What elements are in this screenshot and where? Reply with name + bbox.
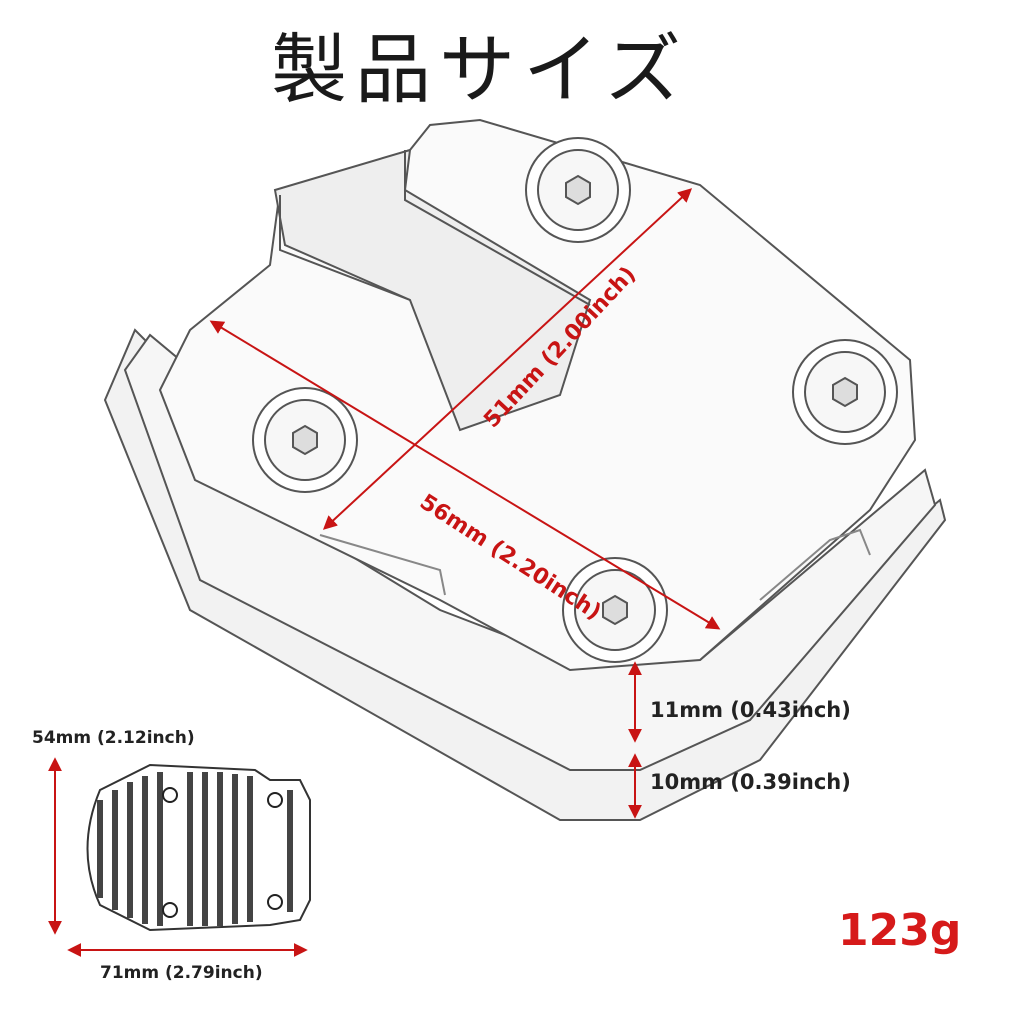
bolt-top xyxy=(525,137,631,243)
bottom-width-label: 71mm (2.79inch) xyxy=(100,963,263,983)
dimension-arrows xyxy=(48,188,721,957)
bottom-height-label: 54mm (2.12inch) xyxy=(32,728,195,748)
bottom-view-drawing xyxy=(86,763,311,932)
height-top-label: 11mm (0.43inch) xyxy=(650,698,851,722)
page-title: 製品サイズ xyxy=(271,25,689,114)
arrow-56mm xyxy=(209,320,721,630)
bolt-left xyxy=(252,387,358,493)
weight-label: 123g xyxy=(838,905,962,956)
bolt-right xyxy=(792,339,898,445)
height-bottom-label: 10mm (0.39inch) xyxy=(650,770,851,794)
